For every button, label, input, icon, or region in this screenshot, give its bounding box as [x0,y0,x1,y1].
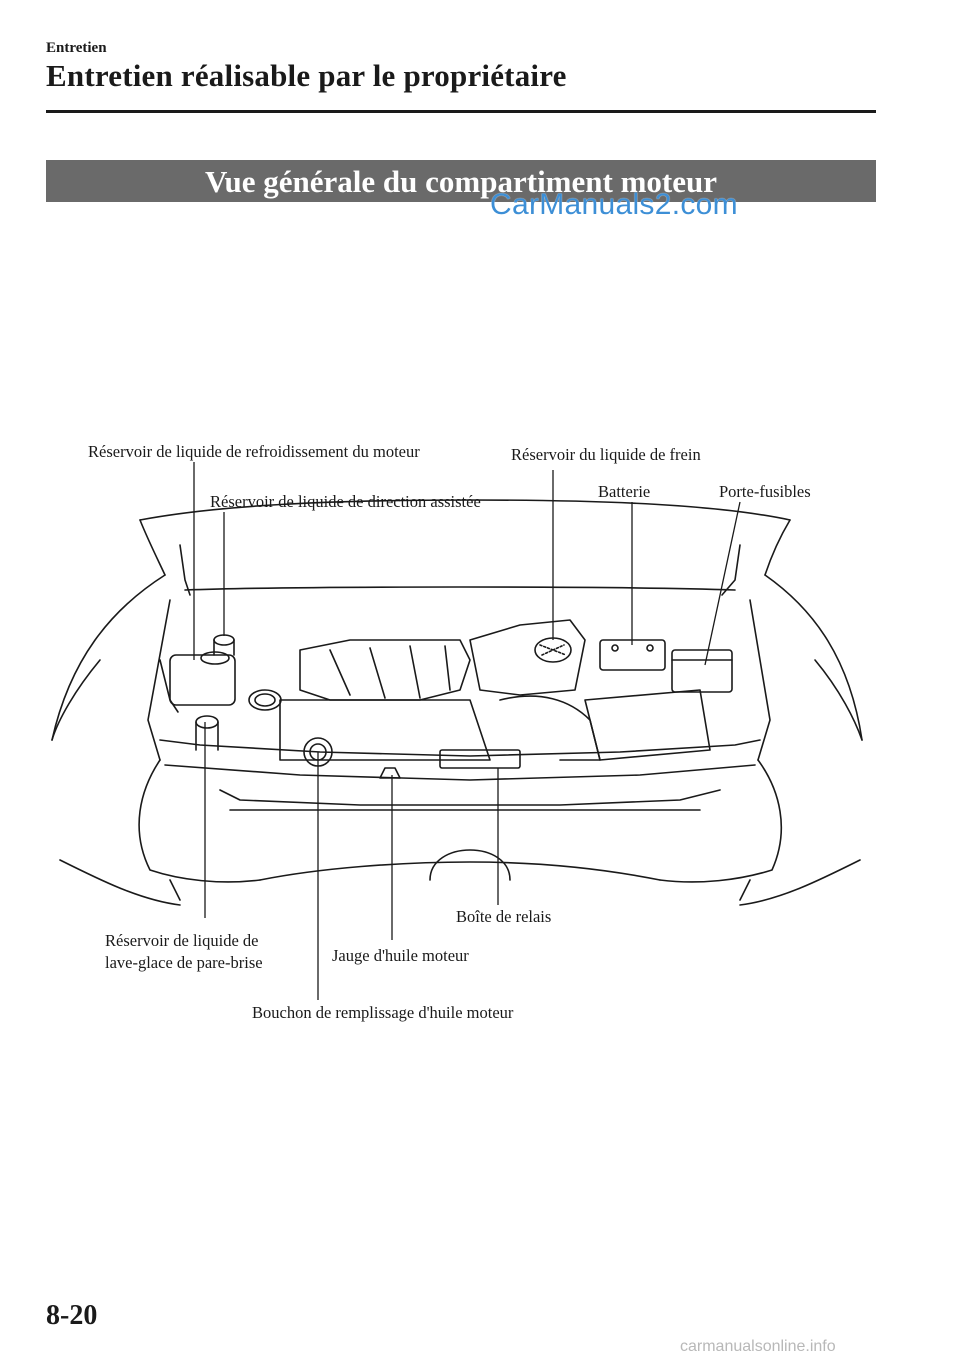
footer-site-watermark: carmanualsonline.info [680,1338,836,1355]
page-title: Entretien réalisable par le propriétaire [46,58,567,93]
washer-reservoir-cap [195,715,219,729]
label-brake-fluid-reservoir: Réservoir du liquide de frein [511,445,701,464]
leader-fuse [704,501,741,666]
dipstick [379,767,401,779]
section-banner: Vue générale du compartiment moteur [46,160,876,202]
right-fender [764,574,863,741]
label-oil-filler-cap: Bouchon de remplissage d'huile moteur [252,1003,514,1022]
label-dipstick: Jauge d'huile moteur [332,946,469,965]
engine-cover [299,639,471,701]
label-battery: Batterie [598,482,651,501]
banner-title: Vue générale du compartiment moteur [205,164,717,199]
air-intake-duct [584,689,711,761]
air-cleaner-cover [469,619,586,696]
label-fuse-block: Porte-fusibles [719,482,811,501]
label-power-steering-reservoir: Réservoir de liquide de direction assist… [210,492,481,511]
hood [139,499,791,521]
label-washer-reservoir-line2: lave-glace de pare-brise [105,953,263,972]
section-label: Entretien [46,40,107,56]
left-fender [51,574,166,741]
fuse-block [671,649,733,693]
watermark: CarManuals2.com [490,188,738,221]
label-coolant-reservoir: Réservoir de liquide de refroidissement … [88,442,420,461]
power-steering-cap [213,634,235,646]
title-divider [46,110,876,113]
label-relay-box: Boîte de relais [456,907,552,926]
front-grille [429,849,511,881]
page-number: 8-20 [46,1300,98,1331]
label-washer-reservoir-line1: Réservoir de liquide de [105,931,259,950]
relay-box [439,749,521,769]
